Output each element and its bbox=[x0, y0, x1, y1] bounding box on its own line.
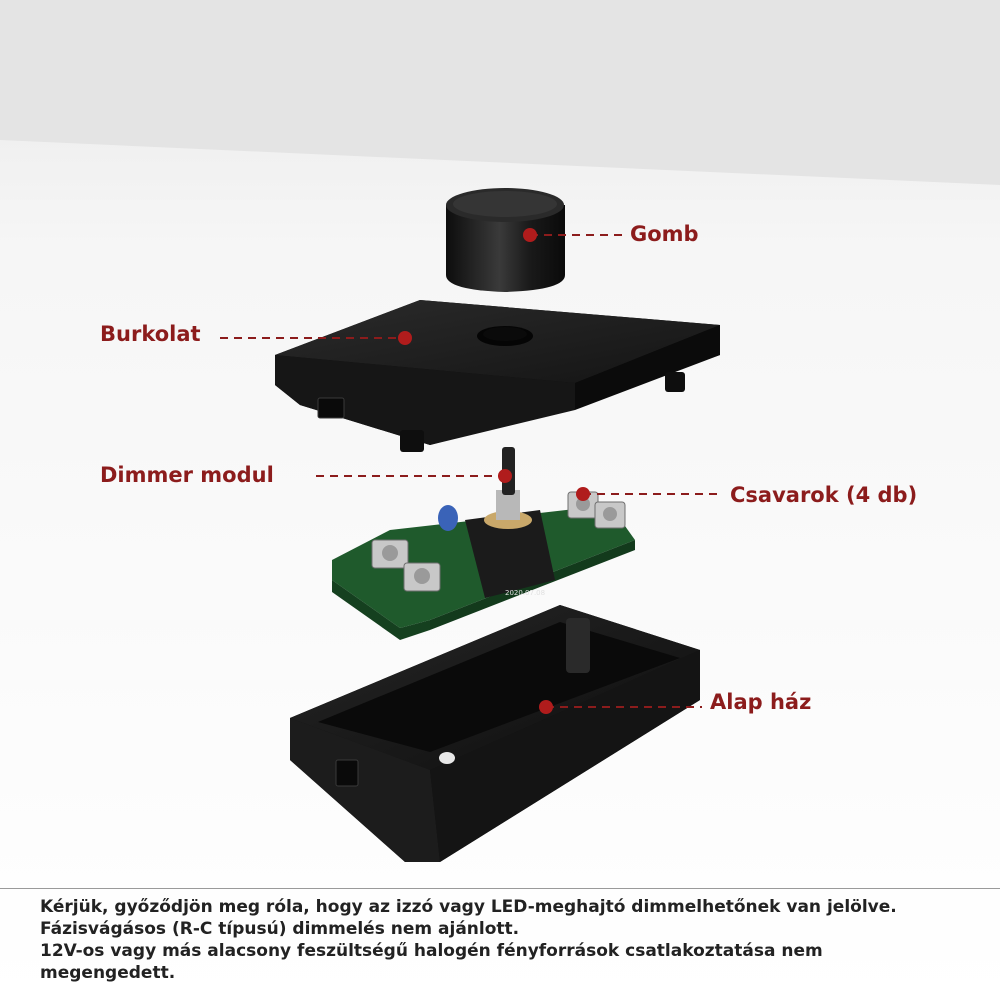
dot-screws bbox=[576, 487, 590, 501]
label-dimmer-module: Dimmer modul bbox=[100, 463, 274, 487]
note-line: 12V-os vagy más alacsony feszültségű hal… bbox=[40, 941, 823, 961]
background-wall-shade bbox=[0, 0, 1000, 185]
callout-dots bbox=[398, 228, 590, 714]
note-line: Kérjük, győződjön meg róla, hogy az izzó… bbox=[40, 897, 897, 917]
note-line: megengedett. bbox=[40, 963, 176, 983]
dot-cover bbox=[398, 331, 412, 345]
knob bbox=[446, 188, 565, 292]
pcb-date-marking: 2020.07.08 bbox=[505, 589, 545, 597]
dot-dimmer bbox=[498, 469, 512, 483]
label-knob: Gomb bbox=[630, 222, 699, 246]
note-line: Fázisvágásos (R-C típusú) dimmelés nem a… bbox=[40, 919, 520, 939]
cover-housing bbox=[275, 300, 720, 452]
warning-note: Kérjük, győződjön meg róla, hogy az izzó… bbox=[40, 896, 980, 984]
label-cover: Burkolat bbox=[100, 322, 201, 346]
dot-knob bbox=[523, 228, 537, 242]
dimmer-module: 2020.07.08 bbox=[332, 447, 635, 640]
label-screws: Csavarok (4 db) bbox=[730, 483, 918, 507]
dot-base bbox=[539, 700, 553, 714]
callout-leaders bbox=[220, 234, 722, 708]
label-base-housing: Alap ház bbox=[710, 690, 812, 714]
base-housing bbox=[290, 605, 700, 862]
note-divider bbox=[0, 888, 1000, 889]
